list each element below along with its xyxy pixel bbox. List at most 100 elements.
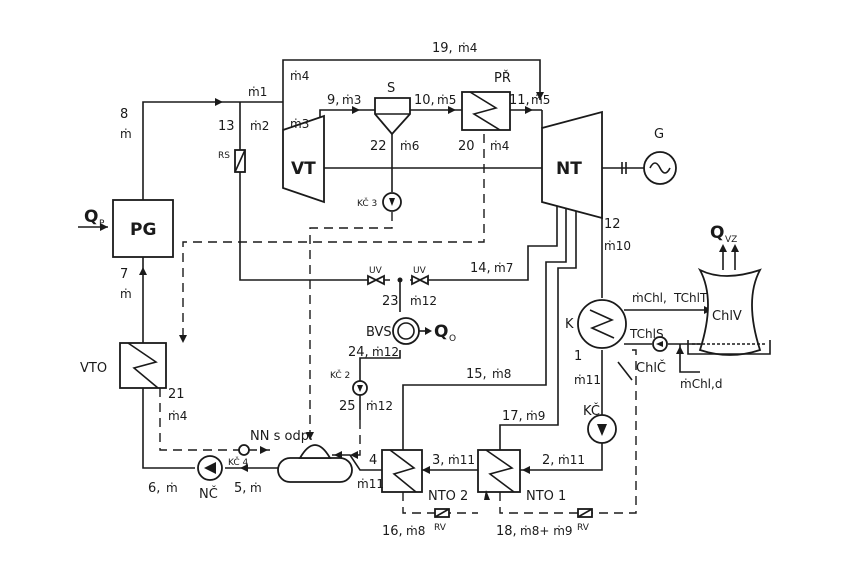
pump-kc4 [238,444,250,456]
junction-23 [397,277,403,283]
label-qp: Q [84,207,98,227]
stream-8-num: 8 [120,107,128,122]
flow-m3: ṁ3 [290,117,309,131]
label-rs: RS [218,151,230,161]
label-chlv: ChlV [712,309,742,324]
condenser-coil [589,309,615,339]
label-qp-sub: P [99,219,105,229]
stream-11-num: 11, [509,93,530,108]
line-6 [142,388,195,469]
label-tchls: TChlS [629,327,664,341]
label-uv-left: UV [369,266,383,276]
line-15 [402,200,567,450]
arrow-4 [334,451,342,459]
stream-1-num: 1 [574,349,582,364]
stream-12-num: 12 [604,217,621,232]
stream-22-num: 22 [370,139,387,154]
drain-16 [402,492,478,514]
flow-m1: ṁ1 [248,85,267,99]
drain-kc3 [309,212,393,440]
hp-heater-coil [127,342,159,389]
label-qo-sub: O [449,334,456,344]
label-pr: PŘ [494,70,511,86]
arrow-drain-kc3 [306,432,314,440]
label-s: S [387,81,395,96]
pump-kc3-arrow-icon [389,198,395,206]
line-24 [359,350,401,382]
stream-17-flow: ṁ9 [526,409,545,423]
stream-18-num: 18, [496,524,517,539]
arrow-qp [100,223,108,231]
stream-14-num: 14, [470,261,491,276]
stream-4-num: 4 [369,453,377,468]
line-8 [142,101,283,200]
deaerator-dome [298,444,332,459]
stream-10-flow: ṁ5 [437,93,456,107]
stream-9-num: 9, [327,93,339,108]
label-nn: NN s odp. [250,429,313,444]
label-qvz: Q [710,223,724,243]
arrow-7 [139,267,147,275]
separator [374,97,411,136]
arrow-qvz-head-2 [731,244,739,252]
stream-2-num: 2, [542,453,554,468]
arrow-11 [525,106,533,114]
bvs-heat-exchanger [392,317,420,345]
stream-16-num: 16, [382,524,403,539]
label-rv-right: RV [577,523,590,533]
label-qvz-sub: VZ [725,235,737,245]
reheater-coil [469,91,501,131]
arrow-into-nto1 [484,490,490,500]
label-tchlt: TChlT [673,291,708,305]
label-nto1: NTO 1 [526,489,566,504]
stream-5-flow: ṁ [250,481,262,495]
line-19 [282,59,541,102]
label-vt: VT [291,159,316,179]
label-kc2: KČ 2 [330,369,350,381]
label-g: G [654,127,664,142]
lp-heater-2-coil [389,449,417,493]
line-17 [499,200,577,450]
stream-4-flow: ṁ11 [357,477,384,491]
stream-21-flow: ṁ4 [168,409,187,423]
stream-19-num: 19, [432,41,453,56]
stream-23-num: 23 [382,294,399,309]
stream-17-num: 17, [502,409,523,424]
cooling-pump-arrow-icon [656,341,663,347]
pointer-chlc [617,361,633,381]
dashed-piping [159,134,637,514]
stream-8-flow: ṁ [120,127,132,141]
stream-20-num: 20 [458,139,475,154]
arrow-drain-20 [179,335,187,343]
stream-21-num: 21 [168,387,185,402]
stream-15-num: 15, [466,367,487,382]
arrow-19 [536,92,544,100]
stream-2-flow: ṁ11 [558,453,585,467]
label-chlc: ChlČ [636,360,666,376]
arrow-9 [352,106,360,114]
rv-right-slash [577,508,593,518]
drain-25 [352,420,361,456]
lp-heater-1-coil [485,449,515,493]
cooling-tower [697,267,762,356]
arrow-qvz-head-1 [719,244,727,252]
stream-5-num: 5, [234,481,246,496]
uv-valve-left [367,274,385,286]
stream-6-flow: ṁ [166,481,178,495]
stream-13-num: 13 [218,119,235,134]
steam-generator [112,199,174,258]
stream-3-num: 3, [432,453,444,468]
label-qo: Q [434,322,448,342]
stream-3-flow: ṁ11 [448,453,475,467]
flow-m4: ṁ4 [290,69,309,83]
label-kc: KČ [583,403,600,419]
rs-valve-slash [234,149,246,173]
label-pg: PG [130,220,156,240]
label-nt: NT [556,159,582,179]
label-kc4: KČ 4 [228,456,249,468]
arrow-qo [425,327,432,335]
drain-18 [499,349,637,514]
label-nto2: NTO 2 [428,489,468,504]
